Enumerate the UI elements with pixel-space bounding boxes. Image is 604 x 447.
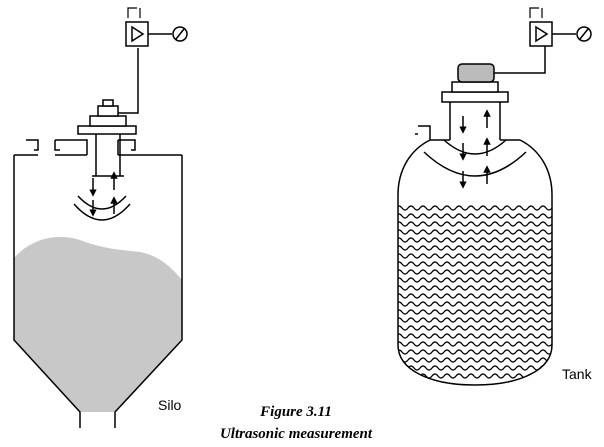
- liquid-wave-line: [398, 213, 552, 219]
- liquid-wave-line: [398, 253, 552, 259]
- amplifier-icon: [125, 7, 149, 47]
- liquid-wave-line: [398, 237, 552, 243]
- liquid-wave-line: [398, 277, 552, 283]
- figure-number: Figure 3.11: [260, 404, 332, 420]
- liquid-wave-line: [398, 357, 552, 363]
- ultrasonic-sensor-icon: [77, 99, 137, 177]
- liquid-wave-line: [398, 349, 552, 355]
- silo-bulk-material: [14, 236, 182, 412]
- tank-group: [397, 7, 592, 386]
- sound-wave-icon: [423, 109, 527, 189]
- silo-label: Silo: [158, 397, 182, 413]
- liquid-wave-line: [398, 309, 552, 315]
- figure-caption: Ultrasonic measurement: [219, 426, 373, 442]
- liquid-wave-line: [398, 293, 552, 299]
- liquid-wave-line: [398, 229, 552, 235]
- liquid-wave-line: [398, 285, 552, 291]
- silo-wall: [13, 155, 183, 428]
- sound-wave-icon: [73, 171, 131, 221]
- ultrasonic-sensor-icon: [441, 63, 509, 103]
- liquid-wave-line: [398, 261, 552, 267]
- liquid-wave-line: [398, 269, 552, 275]
- silo-group: [13, 7, 188, 428]
- liquid-wave-line: [398, 221, 552, 227]
- liquid-wave-line: [398, 205, 552, 211]
- tank-label: Tank: [562, 366, 592, 382]
- liquid-wave-line: [398, 365, 552, 371]
- liquid-wave-line: [398, 301, 552, 307]
- gauge-icon: [172, 26, 188, 42]
- gauge-icon: [576, 26, 592, 42]
- liquid-wave-line: [398, 325, 552, 331]
- tank-liquid: [398, 205, 552, 379]
- liquid-wave-line: [398, 317, 552, 323]
- liquid-wave-line: [398, 333, 552, 339]
- liquid-wave-line: [398, 341, 552, 347]
- amplifier-icon: [529, 7, 553, 47]
- tank-wall: [397, 139, 553, 386]
- liquid-wave-line: [398, 245, 552, 251]
